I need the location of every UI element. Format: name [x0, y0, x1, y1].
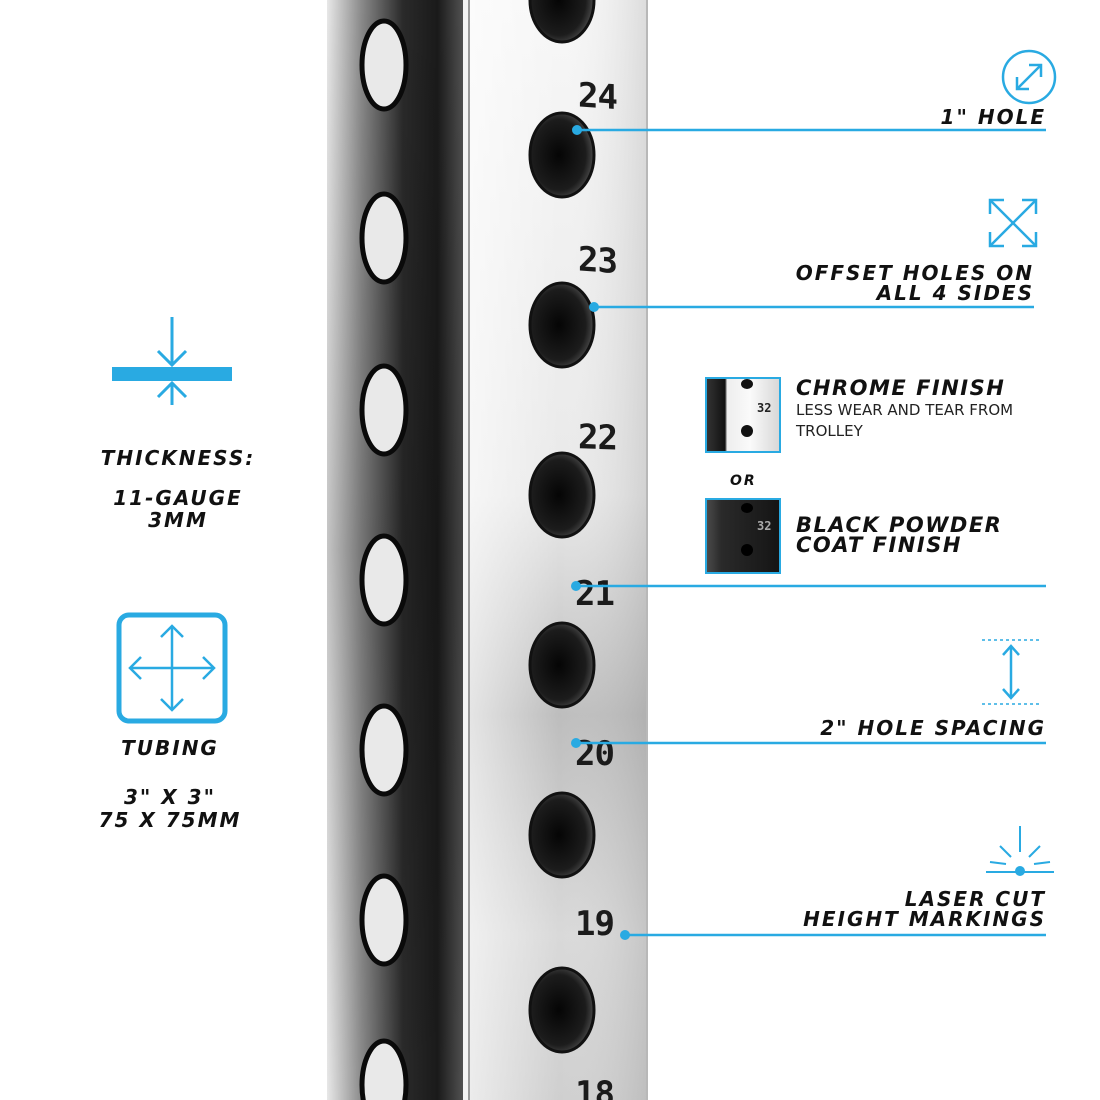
black-powder-line2: COAT FINISH — [796, 533, 962, 557]
or-label: OR — [730, 473, 757, 489]
right-face-hole-1 — [528, 0, 596, 44]
chrome-finish-desc-line2: TROLLEY — [796, 422, 863, 440]
left-face-hole-6 — [359, 873, 409, 967]
hole-number-23: 23 — [578, 239, 617, 282]
right-face-hole-4 — [528, 451, 596, 539]
laser-burst-icon — [986, 826, 1054, 876]
left-face-hole-1 — [359, 18, 409, 112]
chrome-finish-swatch: 32 — [705, 377, 781, 453]
vertical-arrow-icon — [982, 639, 1042, 705]
left-face-hole-7 — [359, 1038, 409, 1100]
hole-number-18: 18 — [575, 1074, 614, 1100]
left-face-hole-3 — [359, 363, 409, 457]
left-face-hole-5 — [359, 703, 409, 797]
tubing-inches: 3" X 3" — [123, 785, 217, 809]
hole-number-20: 20 — [575, 734, 614, 774]
black-powder-line1: BLACK POWDER — [796, 513, 1003, 537]
hole-number-21: 21 — [575, 574, 614, 614]
hole-number-22: 22 — [578, 417, 617, 458]
laser-cut-line2: HEIGHT MARKINGS — [803, 907, 1046, 931]
four-way-arrows-icon — [116, 612, 228, 724]
diagonal-arrow-circle-icon — [1001, 49, 1057, 105]
hole-spacing-label: 2" HOLE SPACING — [820, 716, 1046, 740]
left-face-hole-2 — [359, 191, 409, 285]
offset-holes-line2: ALL 4 SIDES — [876, 281, 1034, 305]
chrome-finish-desc-line1: LESS WEAR AND TEAR FROM — [796, 401, 1014, 419]
right-face-hole-5 — [528, 621, 596, 709]
hole-number-24: 24 — [578, 75, 617, 118]
post-edge — [463, 0, 468, 1100]
left-face-holes — [359, 18, 409, 1100]
chrome-finish-title: CHROME FINISH — [796, 376, 1006, 400]
tubing-mm: 75 X 75MM — [98, 808, 242, 832]
offset-holes-line1: OFFSET HOLES ON — [795, 261, 1034, 285]
thickness-title: THICKNESS: — [100, 446, 256, 470]
black-powder-swatch: 32 — [705, 498, 781, 574]
callout-lines — [571, 125, 1046, 940]
tubing-title: TUBING — [121, 736, 219, 760]
right-face-hole-2 — [528, 111, 596, 199]
chrome-swatch-number: 32 — [757, 401, 771, 415]
thickness-arrows-icon — [112, 317, 232, 405]
thickness-gauge: 11-GAUGE — [113, 486, 243, 510]
expand-arrows-icon — [988, 198, 1038, 248]
laser-cut-line1: LASER CUT — [904, 887, 1046, 911]
hole-number-19: 19 — [575, 904, 614, 944]
thickness-mm: 3MM — [148, 508, 208, 532]
powder-swatch-number: 32 — [757, 519, 771, 533]
right-face-hole-7 — [528, 966, 596, 1054]
right-face-hole-6 — [528, 791, 596, 879]
one-inch-hole-label: 1" HOLE — [940, 105, 1046, 129]
right-face-hole-3 — [528, 281, 596, 369]
left-face-hole-4 — [359, 533, 409, 627]
